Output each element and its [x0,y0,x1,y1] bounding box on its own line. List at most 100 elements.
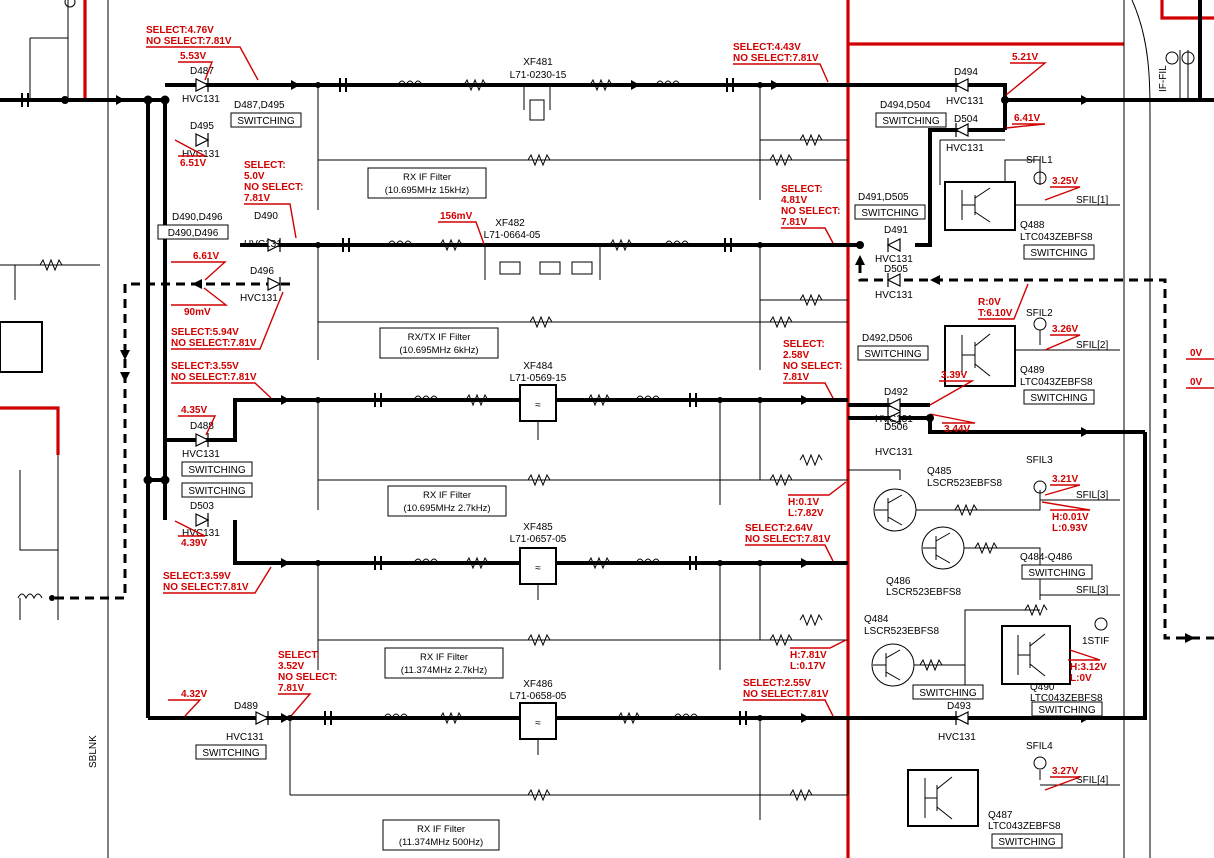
voltage-label: 90mV [184,307,211,318]
arrow-icon [120,350,130,360]
voltage-label: 5.53V [180,51,206,62]
xf482-symbol [484,245,601,280]
voltage-label: 0V [1190,377,1203,388]
bias-wires [0,0,1189,820]
d490-type: HVC131 [244,239,282,250]
voltage-label: L:0.17V [790,661,826,672]
q489-ref: Q489 [1020,365,1045,376]
d503-ref: D503 [190,501,214,512]
arrow-icon [192,279,202,289]
q487-box [907,769,979,827]
xf481-symbol [523,85,551,121]
q488-box [944,181,1016,231]
xf485-part: L71-0657-05 [510,534,567,545]
voltage-label: SELECT:2.55V [743,678,811,689]
xf486-ref: XF486 [523,679,553,690]
d506-type: HVC131 [875,447,913,458]
switching-label: SWITCHING [919,688,976,699]
switch-group-label: D491,D505 [858,192,909,203]
voltage-label: 4.35V [181,405,207,416]
switch-group-label: Q484-Q486 [1020,552,1073,563]
arrow-icon [1185,633,1195,643]
resistor-symbols [39,78,1048,802]
voltage-label: 6.41V [1014,113,1040,124]
voltage-label: SELECT: [244,160,286,171]
net-sfil2: SFIL[2] [1076,340,1108,351]
d487-ref: D487 [190,66,214,77]
filter-1-line2: (10.695MHz 15kHz) [385,185,469,196]
signal-arrows [116,80,1090,723]
d488-type: HVC131 [182,449,220,460]
voltage-label: 3.21V [1052,474,1078,485]
xf484-ref: XF484 [523,361,553,372]
xf484-symbol: ≈ [519,384,557,440]
voltage-label: 6.61V [193,251,219,262]
voltage-label: SELECT:3.55V [171,361,239,372]
net-if-fil: IF-FIL [1158,65,1169,92]
switching-label: SWITCHING [882,116,939,127]
voltage-label: 7.81V [781,217,807,228]
voltage-label: 2.58V [783,350,809,361]
d505-ref: D505 [884,264,908,275]
xf486-symbol: ≈ [519,702,557,755]
voltage-label: 3.39V [941,370,967,381]
voltage-label: NO SELECT:7.81V [745,534,831,545]
voltage-label: 3.44V [944,424,970,435]
test-point-sfil1: SFIL1 [1026,155,1053,166]
xf481-ref: XF481 [523,57,553,68]
test-point-sfil4: SFIL4 [1026,741,1053,752]
tx-dashed-path [50,264,1214,640]
voltage-label: H:3.12V [1070,662,1107,673]
net-sfil3: SFIL[3] [1076,490,1108,501]
voltage-label: SELECT:4.76V [146,25,214,36]
xf484-part: L71-0569-15 [510,373,567,384]
voltage-label: NO SELECT:7.81V [171,372,257,383]
voltage-label: H:0.1V [788,497,819,508]
test-point-sfil2: SFIL2 [1026,308,1053,319]
switching-label: SWITCHING [998,837,1055,848]
voltage-label: SELECT: [783,339,825,350]
switching-label: SWITCHING [1030,248,1087,259]
switching-label: SWITCHING [188,486,245,497]
d492-type: HVC131 [875,414,913,425]
q490-part: LTC043ZEBFS8 [1030,693,1103,704]
q490-box [1001,625,1071,685]
voltage-label: L:0.93V [1052,523,1088,534]
voltage-label: 6.51V [180,158,206,169]
d487-type: HVC131 [182,94,220,105]
switching-label: SWITCHING [864,349,921,360]
voltage-label: NO SELECT: [783,361,842,372]
switch-group-label: D487,D495 [234,100,285,111]
d496-type: HVC131 [240,293,278,304]
switching-label: SWITCHING [861,208,918,219]
voltage-label: SELECT:2.64V [745,523,813,534]
svg-text:≈: ≈ [535,718,541,729]
voltage-label: NO SELECT:7.81V [743,689,829,700]
voltage-label: 4.81V [781,195,807,206]
d505-type: HVC131 [875,290,913,301]
voltage-label: 7.81V [244,193,270,204]
svg-text:≈: ≈ [535,563,541,574]
filter-4-line2: (11.374MHz 2.7kHz) [401,665,487,676]
arrow-icon [855,255,865,265]
q490-ref: Q490 [1030,682,1055,693]
d504-ref: D504 [954,114,978,125]
voltage-label: 7.81V [783,372,809,383]
switch-group-label: D490,D496 [172,212,223,223]
voltage-label: 4.32V [181,689,207,700]
xf485-ref: XF485 [523,522,553,533]
voltage-label: NO SELECT: [244,182,303,193]
xf481-part: L71-0230-15 [510,70,567,81]
inductor-symbols [17,80,699,720]
net-sfil4: SFIL[4] [1076,775,1108,786]
q489-part: LTC043ZEBFS8 [1020,377,1093,388]
voltage-label: NO SELECT:7.81V [733,53,819,64]
voltage-label: SELECT: [781,184,823,195]
test-point-1stif: 1STIF [1082,636,1109,647]
voltage-label: NO SELECT: [781,206,840,217]
d496-ref: D496 [250,266,274,277]
voltage-label: SELECT: [278,650,320,661]
d494-ref: D494 [954,67,978,78]
